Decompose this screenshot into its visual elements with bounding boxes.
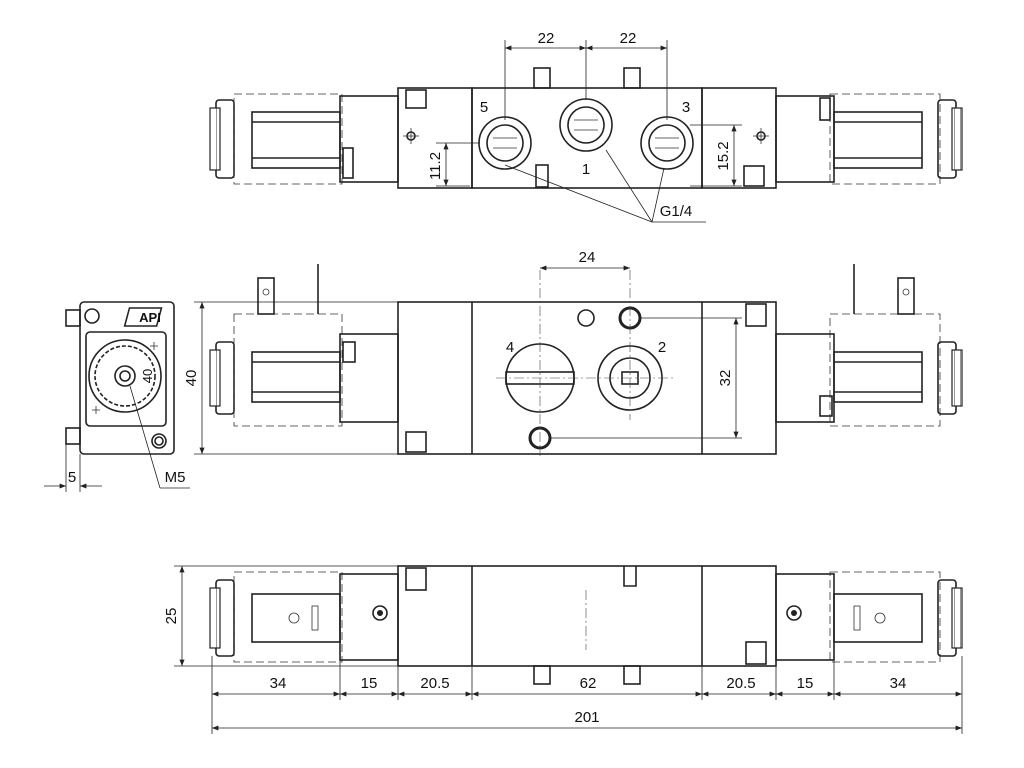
port-label-2: 2 [658, 339, 666, 356]
dim-34-right: 34 [890, 675, 907, 692]
dim-22-left: 22 [538, 30, 555, 47]
left-coil-outline [233, 93, 343, 185]
end-view: API 40 5 M5 [44, 301, 190, 492]
top-view: 22 22 5 1 3 11.2 15.2 G1/4 [209, 30, 963, 223]
dim-32: 32 [717, 370, 734, 387]
right-pilot-body [775, 95, 835, 183]
thread-g1-4: G1/4 [660, 203, 693, 220]
left-pilot-body [339, 95, 399, 183]
dim-201-total: 201 [574, 709, 599, 726]
port-label-5: 5 [480, 99, 488, 116]
manual-override-knob [88, 339, 162, 413]
dim-62: 62 [580, 675, 597, 692]
port-label-4: 4 [506, 339, 514, 356]
end-view-body [79, 301, 175, 455]
port-3-circle [640, 116, 694, 170]
dim-20-5-right: 20.5 [726, 675, 755, 692]
port-1-circle [559, 98, 613, 152]
dim-24: 24 [579, 249, 596, 266]
dim-25: 25 [163, 608, 180, 625]
dim-15-left: 15 [361, 675, 378, 692]
dim-20-5-left: 20.5 [420, 675, 449, 692]
dim-15-2: 15.2 [715, 141, 732, 170]
dim-40: 40 [183, 370, 200, 387]
dim-40-inner: 40 [140, 369, 155, 383]
dim-5: 5 [68, 469, 76, 486]
port-5-circle [478, 116, 532, 170]
thread-m5: M5 [165, 469, 186, 486]
left-connector-pin [257, 277, 275, 315]
dim-22-right: 22 [620, 30, 637, 47]
valve-body-bottom [397, 565, 777, 667]
left-coil [251, 111, 341, 169]
dim-34-left: 34 [270, 675, 287, 692]
left-knurl [209, 107, 221, 171]
port-label-3: 3 [682, 99, 690, 116]
top-nub [623, 67, 641, 89]
bottom-view: 25 34 15 20.5 62 20.5 15 34 201 [163, 565, 963, 734]
api-logo-text: API [139, 310, 161, 325]
dim-11-2: 11.2 [427, 152, 444, 180]
dim-15-right: 15 [797, 675, 814, 692]
front-view: 40 [183, 249, 963, 456]
api-logo: API [123, 307, 163, 327]
top-nub [533, 67, 551, 89]
port-label-1: 1 [582, 161, 590, 178]
